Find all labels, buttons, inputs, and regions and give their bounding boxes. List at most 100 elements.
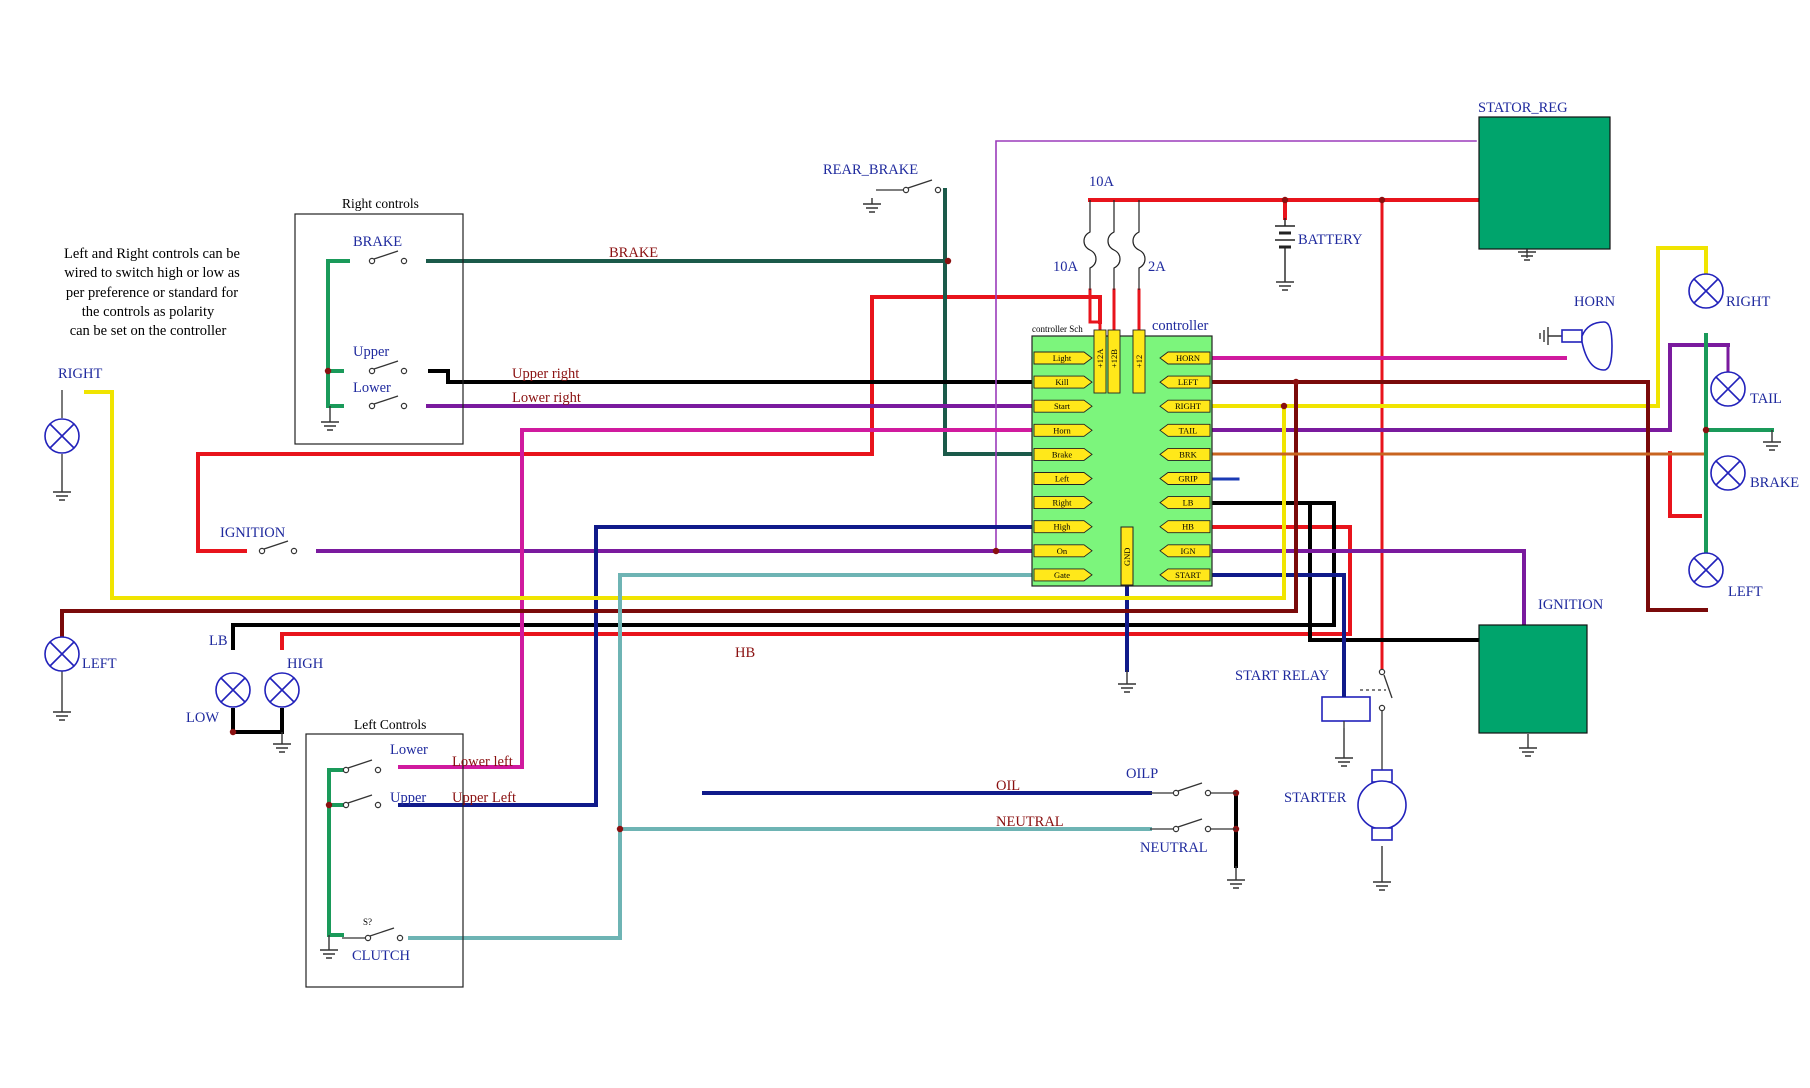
- controller-gnd-pin: GND: [1120, 526, 1134, 586]
- rear-left-lamp-icon: [1688, 552, 1724, 588]
- rear-right-lamp-icon: [1688, 273, 1724, 309]
- wire-start-out: [1182, 573, 1346, 674]
- ground-icon: [1373, 846, 1391, 891]
- wire-left-front-turn: [84, 390, 1286, 600]
- controller-pin-high: High: [1033, 520, 1093, 534]
- controller-pin-ign: IGN: [1159, 544, 1211, 558]
- oilp-label: OILP: [1126, 766, 1158, 782]
- ground-symbols: [53, 198, 1781, 959]
- junction-dot: [944, 257, 952, 265]
- oilp-switch[interactable]: [1150, 782, 1236, 797]
- low-beam-label: LOW: [186, 710, 219, 726]
- lower-right-switch[interactable]: [368, 395, 408, 410]
- start-relay-label: START RELAY: [1235, 668, 1330, 684]
- pin-label: +12A: [1095, 348, 1105, 368]
- ground-icon: [273, 732, 291, 753]
- controller-pin-gate: Gate: [1033, 568, 1093, 582]
- horn-ground-icon: [1539, 327, 1562, 345]
- upper-right-switch[interactable]: [368, 360, 408, 375]
- brake-switch[interactable]: [368, 250, 408, 265]
- rear-left-lamp-label: LEFT: [1728, 584, 1763, 600]
- left-front-lamp-label: LEFT: [82, 656, 117, 672]
- junction-dots: [229, 196, 1710, 833]
- controller-pin-start: Start: [1033, 399, 1093, 413]
- controller-pin-brake: Brake: [1033, 447, 1093, 461]
- controller-top-pins: +12A+12B+12: [1093, 329, 1146, 394]
- junction-dot: [616, 825, 624, 833]
- wire-left-turn: [1182, 380, 1708, 612]
- controller-pin-plus12: +12: [1132, 329, 1146, 394]
- brake-switch-label: BRAKE: [353, 234, 402, 250]
- junction-dot: [1378, 196, 1386, 204]
- starter-label: STARTER: [1284, 790, 1347, 806]
- controller-pin-grip: GRIP: [1159, 472, 1211, 485]
- lower-left-wire-label: Lower left: [452, 754, 513, 770]
- lb-label: LB: [209, 633, 228, 649]
- ground-icon: [1227, 866, 1245, 889]
- upper-left-switch[interactable]: [342, 794, 382, 809]
- wires: [60, 140, 1774, 940]
- controller-sch-label: controller Sch: [1032, 324, 1083, 334]
- switches: [258, 179, 1393, 942]
- neutral-switch[interactable]: [1150, 818, 1236, 833]
- controller-label: controller: [1152, 318, 1209, 334]
- wire-left-controls-ground: [327, 768, 348, 937]
- fuse-right-label: 2A: [1148, 259, 1166, 275]
- pin-label: Start: [1054, 401, 1071, 411]
- ignition-coil-label: IGNITION: [1538, 597, 1604, 613]
- pin-label: Brake: [1052, 449, 1073, 459]
- note-line: wired to switch high or low as: [64, 265, 240, 281]
- wire-stator-sense: [995, 140, 1477, 552]
- wire-gate: [408, 573, 1034, 940]
- wire-kill-return: [1182, 501, 1502, 642]
- controller-pin-tail: TAIL: [1159, 423, 1211, 437]
- fuse-icon: [1132, 200, 1146, 290]
- controller-pin-right: Right: [1033, 496, 1093, 510]
- right-controls-box: [294, 213, 464, 445]
- note-line: Left and Right controls can be: [64, 246, 240, 262]
- pin-label: Horn: [1053, 425, 1071, 435]
- pin-label: START: [1175, 570, 1202, 580]
- junction-dot: [229, 728, 237, 736]
- note-line: the controls as polarity: [82, 304, 215, 320]
- fuse-icon: [1083, 200, 1097, 290]
- junction-dot: [1702, 426, 1710, 434]
- ground-icon: [321, 406, 339, 431]
- lower-left-switch[interactable]: [342, 759, 382, 774]
- pin-label: BRK: [1179, 449, 1197, 459]
- wire-right-controls-ground: [326, 259, 350, 408]
- lamps: [44, 273, 1746, 708]
- junction-dot: [992, 547, 1000, 555]
- controller-pin-hb: HB: [1159, 520, 1211, 534]
- brake-wire-label: BRAKE: [609, 245, 658, 261]
- upper-left-wire-label: Upper Left: [452, 790, 516, 806]
- low-beam-lamp-icon: [215, 672, 251, 708]
- wire-upper-right: [428, 369, 1034, 384]
- controller-pin-left: LEFT: [1159, 375, 1211, 389]
- battery: [1275, 218, 1295, 282]
- pin-label: HB: [1182, 522, 1194, 532]
- wire-ignition-feed: [196, 428, 1034, 553]
- ignition-switch[interactable]: [258, 540, 298, 555]
- rear-brake-label: REAR_BRAKE: [823, 162, 918, 178]
- high-beam-lamp-icon: [264, 672, 300, 708]
- clutch-switch[interactable]: [342, 927, 404, 942]
- ignition-switch-label: IGNITION: [220, 525, 286, 541]
- controller-pin-start: START: [1159, 568, 1211, 582]
- fuse-icon: [1107, 200, 1121, 290]
- gnd-pin-label: GND: [1122, 548, 1132, 566]
- stator-reg-label: STATOR_REG: [1478, 100, 1568, 116]
- pin-label: High: [1054, 522, 1072, 532]
- junction-dot: [1292, 378, 1300, 386]
- upper-right-wire-label: Upper right: [512, 366, 579, 382]
- brake-lamp-icon: [1710, 455, 1746, 491]
- controller-pin-right: RIGHT: [1159, 399, 1211, 413]
- hb-wire-label: HB: [735, 645, 755, 661]
- controller-pin-lb: LB: [1159, 496, 1211, 510]
- left-controls-box: [305, 733, 464, 988]
- ground-icon: [1763, 430, 1781, 451]
- rear-brake-switch[interactable]: [876, 179, 942, 194]
- pin-label: IGN: [1180, 546, 1195, 556]
- controller-pin-on: On: [1033, 544, 1093, 558]
